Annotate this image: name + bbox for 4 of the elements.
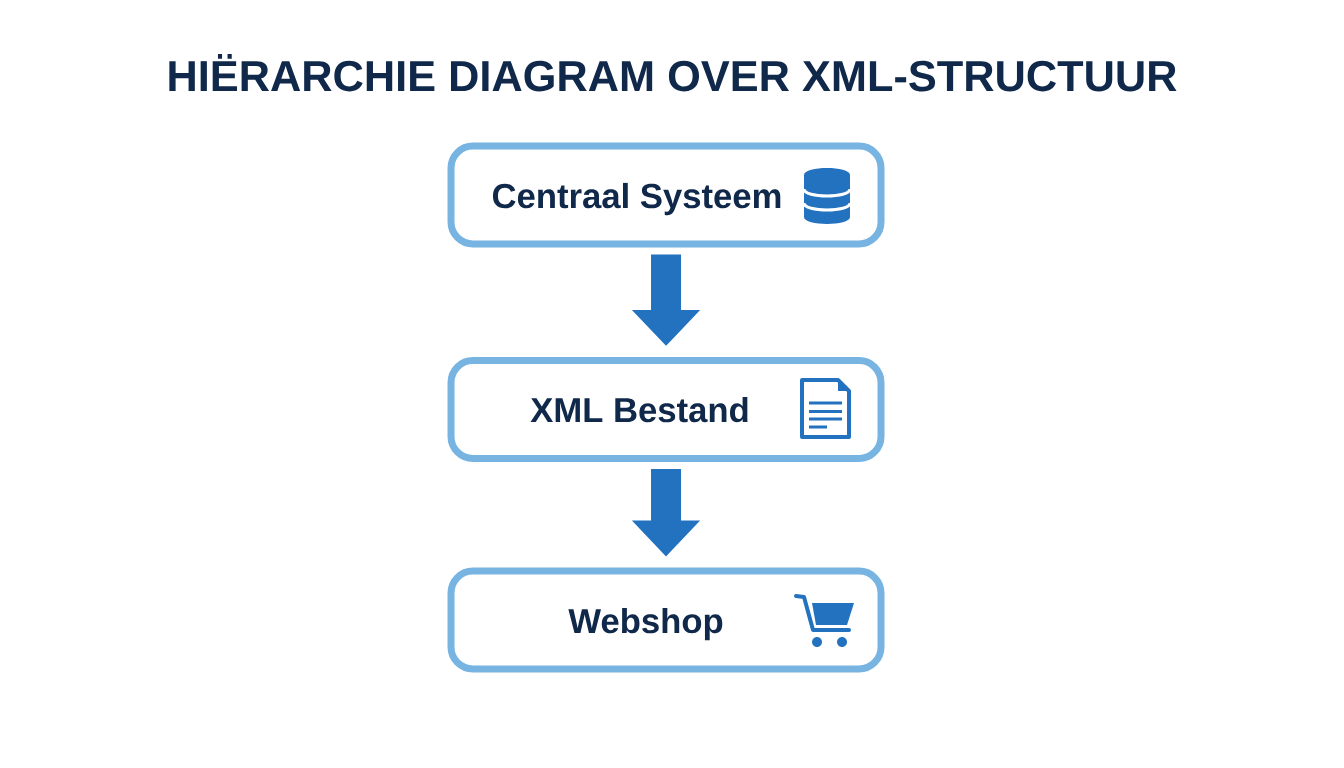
title: HIËRARCHIE DIAGRAM OVER XML-STRUCTUUR xyxy=(169,54,1177,92)
process-box: Centraal Systeem xyxy=(447,142,885,248)
process-box: XML Bestand xyxy=(447,357,885,462)
process-box: Webshop xyxy=(447,567,885,673)
